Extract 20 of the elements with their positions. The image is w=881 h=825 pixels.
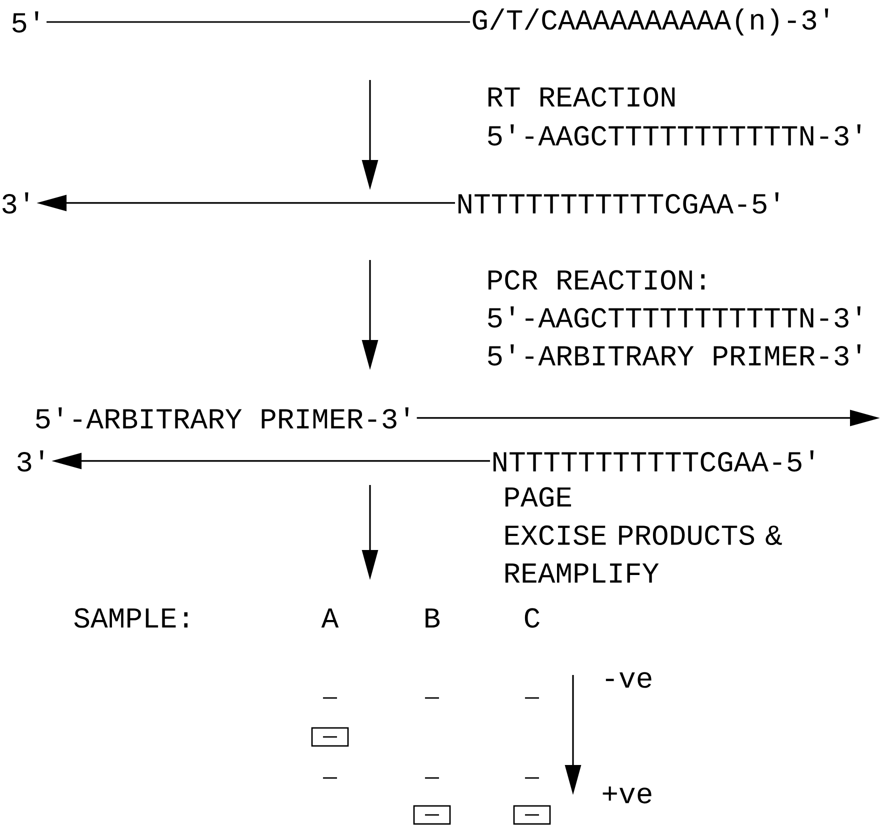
step-label: PAGE	[505, 487, 572, 507]
sequence-label: G/T/CAAAAAAAAAA(n)-3′	[472, 8, 828, 36]
pole-label: -ve	[606, 672, 652, 688]
strand-end-label: 5′	[12, 11, 38, 33]
step-label: RT REACTION	[488, 87, 675, 107]
lane-label: B	[426, 608, 440, 628]
strand-end-label: 3′	[2, 192, 28, 214]
lane-label: C	[524, 608, 540, 628]
step-label: SAMPLE:	[74, 608, 188, 628]
lane-label: A	[321, 608, 339, 628]
step-label: 5′-ARBITRARY PRIMER-3′	[488, 344, 860, 366]
step-label: EXCISE PRODUCTS & REAMPLIFY	[505, 525, 782, 583]
pole-label: +ve	[602, 786, 652, 804]
step-label: 5′-AAGCTTTTTTTTTTTN-3′	[488, 306, 860, 328]
step-label: PCR REACTION:	[488, 270, 705, 290]
sequence-label: NTTTTTTTTTTTCGAA-5′	[458, 192, 778, 214]
strand-end-label: 3′	[17, 450, 44, 472]
sequence-label: 5′-ARBITRARY PRIMER-3′	[36, 407, 408, 429]
step-label: 5′-AAGCTTTTTTTTTTTN-3′	[488, 124, 860, 146]
sequence-label: NTTTTTTTTTTTCGAA-5′	[493, 450, 814, 472]
